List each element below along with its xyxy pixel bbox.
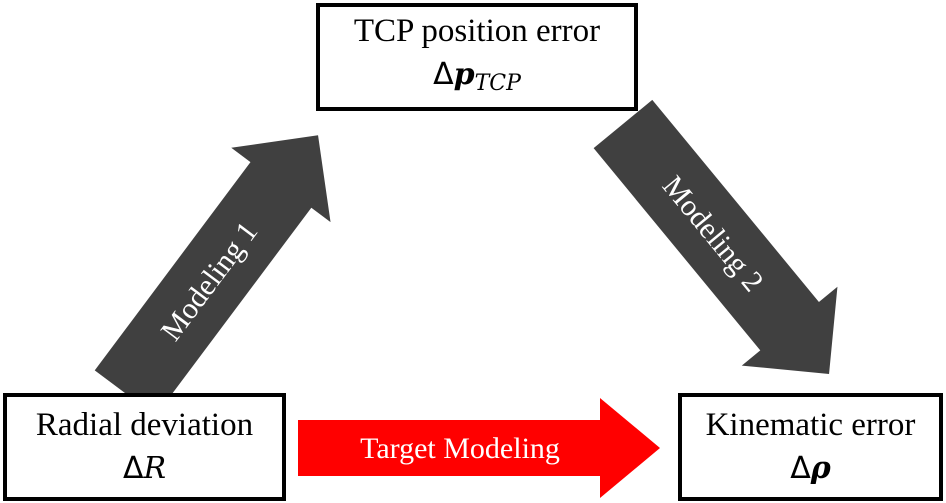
kinematic-error-label: Kinematic error bbox=[705, 407, 916, 443]
radial-deviation-symbol: ΔR bbox=[123, 449, 166, 489]
tcp-var: p bbox=[453, 56, 475, 92]
kinematic-delta: Δ bbox=[790, 451, 811, 486]
target-modeling-arrow-shape bbox=[298, 398, 660, 498]
radial-deviation-label: Radial deviation bbox=[35, 407, 254, 443]
kinematic-error-box: Kinematic error Δρ bbox=[678, 393, 943, 501]
modeling-2-arrow-shape bbox=[593, 99, 838, 375]
target-modeling-arrow: Target Modeling bbox=[298, 398, 660, 498]
modeling-2-arrow: Modeling 2 bbox=[593, 99, 838, 375]
target-modeling-label: Target Modeling bbox=[360, 432, 560, 465]
tcp-position-error-symbol: ΔpTCP bbox=[433, 55, 521, 104]
modeling-1-arrow-shape bbox=[94, 135, 331, 416]
tcp-delta: Δ bbox=[433, 56, 454, 92]
kinematic-var: ρ bbox=[810, 451, 831, 486]
radial-deviation-box: Radial deviation ΔR bbox=[3, 393, 286, 501]
modeling-1-arrow: Modeling 1 bbox=[94, 135, 331, 416]
tcp-position-error-label: TCP position error bbox=[353, 12, 601, 49]
tcp-position-error-box: TCP position error ΔpTCP bbox=[316, 3, 638, 111]
radial-delta: Δ bbox=[122, 451, 144, 486]
tcp-subscript: TCP bbox=[474, 70, 521, 96]
kinematic-error-symbol: Δρ bbox=[790, 449, 830, 489]
radial-var: R bbox=[143, 451, 167, 486]
